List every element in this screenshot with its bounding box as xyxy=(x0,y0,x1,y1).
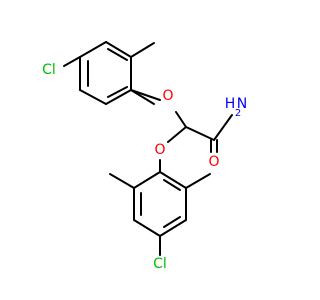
bond xyxy=(159,219,187,237)
amine-nitrogen-label: N xyxy=(237,96,247,112)
structure-canvas: Cl O H N 2 O O Cl xyxy=(42,41,248,272)
central-chain xyxy=(63,56,233,173)
amine-group-label: H N 2 xyxy=(225,96,248,119)
bond xyxy=(167,126,187,143)
amine-hydrogen-label: H xyxy=(225,96,236,112)
carbonyl-oxygen-label: O xyxy=(208,154,219,170)
bond xyxy=(159,171,187,189)
bond xyxy=(185,173,211,189)
bond xyxy=(185,126,215,141)
bond xyxy=(105,41,132,58)
bond xyxy=(213,114,233,141)
bond xyxy=(79,89,107,105)
ether-oxygen-bottom-label: O xyxy=(154,142,165,158)
chlorine-bottom-label: Cl xyxy=(153,256,167,272)
bond xyxy=(107,48,128,61)
bond xyxy=(130,89,161,101)
bond xyxy=(105,89,132,105)
bond xyxy=(63,56,81,67)
bond xyxy=(133,171,161,189)
bond xyxy=(163,216,181,228)
bond xyxy=(109,173,135,189)
ether-oxygen-top-label: O xyxy=(162,88,173,104)
molecule-structure: Cl O H N 2 O O Cl xyxy=(42,41,248,272)
bond xyxy=(133,219,161,237)
lower-aryl-ring xyxy=(109,171,211,256)
bond xyxy=(163,179,181,191)
bond xyxy=(130,42,155,58)
bond xyxy=(107,86,128,98)
bond xyxy=(175,111,187,128)
bond xyxy=(79,41,107,58)
chlorine-top-label: Cl xyxy=(42,62,56,78)
amine-subscript-label: 2 xyxy=(235,108,241,119)
